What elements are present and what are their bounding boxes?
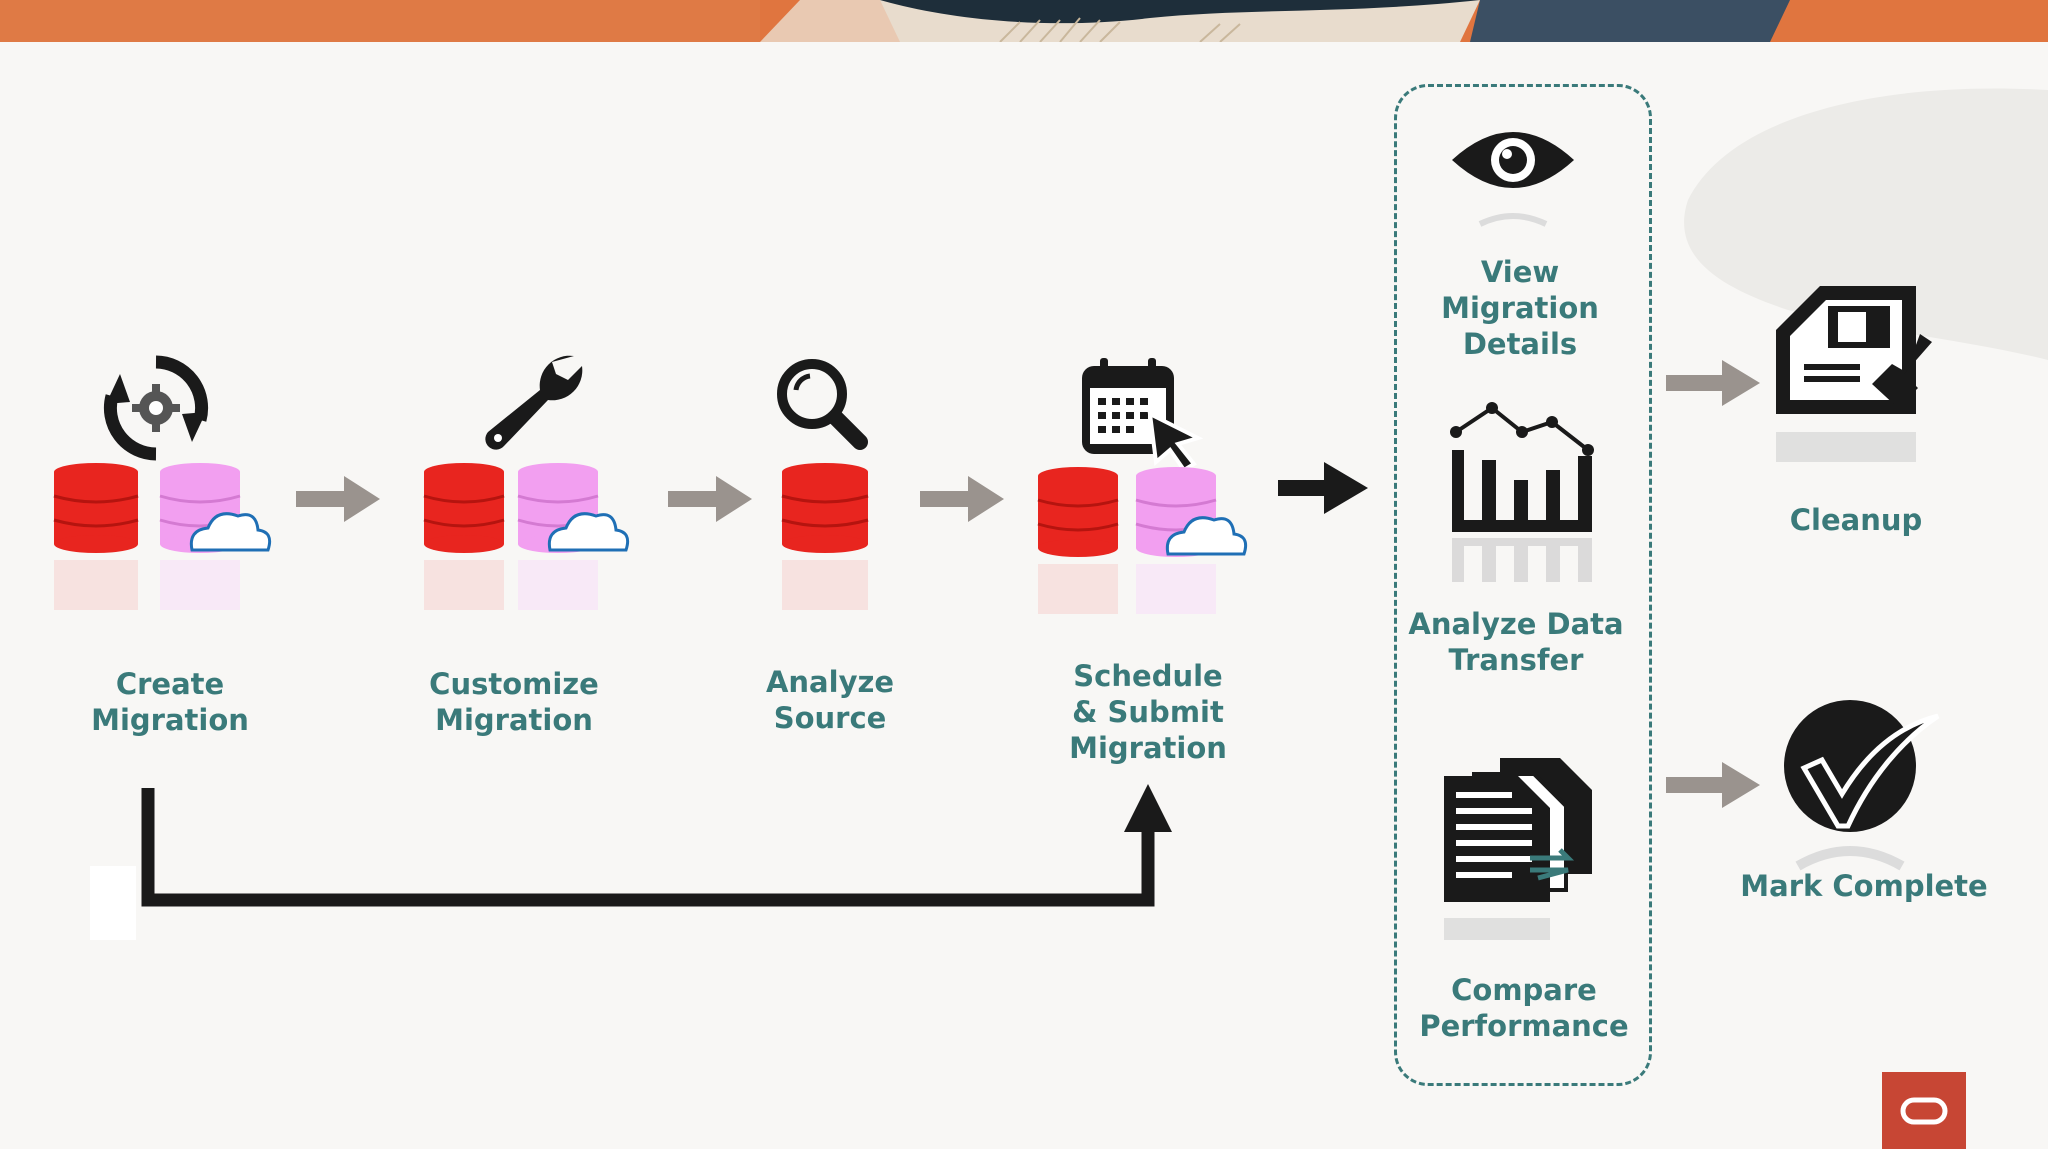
arrow-right-icon <box>1666 760 1760 814</box>
arrow-right-icon <box>1278 460 1368 520</box>
oracle-logo-icon <box>1882 1072 1966 1149</box>
chart-icon <box>1446 400 1598 594</box>
arrow-right-icon <box>1666 358 1760 412</box>
sync-gear-icon <box>96 350 216 469</box>
target-cloud-database-icon <box>516 462 636 626</box>
monitor-label-compare-performance: Compare Performance <box>1419 973 1629 1043</box>
outcome-label-cleanup: Cleanup <box>1789 503 1923 537</box>
target-cloud-database-icon <box>158 462 278 626</box>
loop-back-connector <box>90 780 1180 964</box>
documents-compare-icon <box>1440 754 1592 948</box>
source-database-icon <box>780 462 870 626</box>
arrow-right-icon <box>668 474 752 528</box>
step-label-analyze-source: Analyze Source <box>765 665 895 735</box>
header-banner <box>0 0 2048 42</box>
target-cloud-database-icon <box>1134 466 1254 630</box>
monitor-label-analyze-transfer: Analyze Data Transfer <box>1408 607 1624 677</box>
step-label-customize-migration: Customize Migration <box>429 667 599 737</box>
monitoring-group-box <box>1394 84 1652 1086</box>
check-icon <box>1778 696 1944 880</box>
step-label-schedule-submit: Schedule & Submit Migration <box>1069 659 1227 765</box>
arrow-right-icon <box>296 474 380 528</box>
source-database-icon <box>422 462 506 626</box>
background-texture <box>1668 80 2048 364</box>
magnifier-icon <box>774 356 870 456</box>
arrow-right-icon <box>920 474 1004 528</box>
monitor-label-view-details: View Migration Details <box>1441 255 1599 361</box>
source-database-icon <box>1036 466 1120 630</box>
wrench-icon <box>478 346 588 456</box>
cleanup-icon <box>1772 282 1938 476</box>
step-label-create-migration: Create Migration <box>91 667 249 737</box>
eye-icon <box>1450 124 1576 238</box>
outcome-label-mark-complete: Mark Complete <box>1740 869 1988 903</box>
source-database-icon <box>52 462 140 626</box>
calendar-cursor-icon <box>1078 358 1206 474</box>
